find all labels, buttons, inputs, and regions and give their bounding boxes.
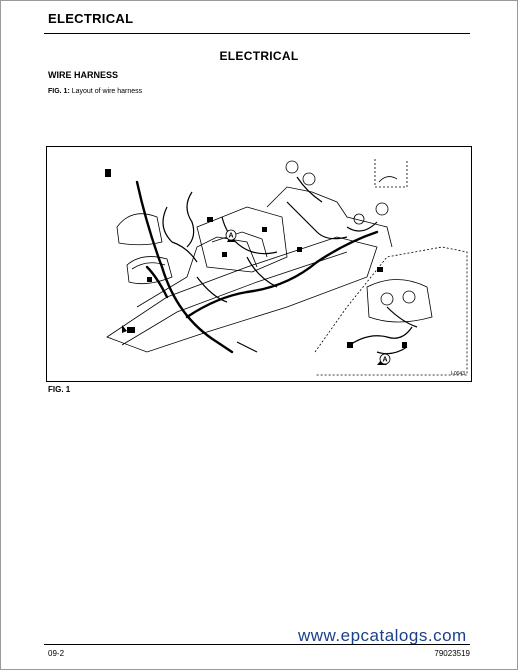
document-number: 79023519 [434, 649, 470, 658]
fender-left [126, 256, 173, 285]
lamp-3 [375, 202, 389, 216]
wire-harness-figure: A A I-0043 [46, 146, 472, 382]
callout-a-main [225, 229, 237, 241]
harness-branches [186, 191, 195, 248]
engine-block [196, 206, 288, 273]
subsection-title: WIRE HARNESS [48, 70, 119, 80]
callout-a-main-label: A [228, 233, 233, 240]
section-title: ELECTRICAL [219, 49, 299, 63]
wire-harness-drawing: A A [105, 159, 468, 376]
callout-a-inset [379, 353, 391, 365]
lamp-1 [285, 160, 299, 174]
figure-code: I-0043 [450, 371, 465, 377]
watermark-link[interactable]: www.epcatalogs.com [298, 626, 467, 645]
figure-caption-label: FIG. 1: [48, 88, 70, 95]
page-number: 09-2 [48, 649, 65, 658]
callout-a-inset-label: A [382, 357, 387, 364]
lamp-4 [353, 213, 365, 225]
header-rule [44, 33, 470, 34]
lamp-2 [302, 172, 316, 186]
figure-caption: FIG. 1: Layout of wire harness [48, 88, 142, 95]
header-title: ELECTRICAL [48, 11, 134, 26]
chassis-frame [106, 236, 378, 353]
figure-label: FIG. 1 [48, 385, 71, 394]
figure-caption-text: Layout of wire harness [71, 88, 143, 95]
harness-main [135, 180, 234, 354]
footer-rule [44, 644, 470, 645]
